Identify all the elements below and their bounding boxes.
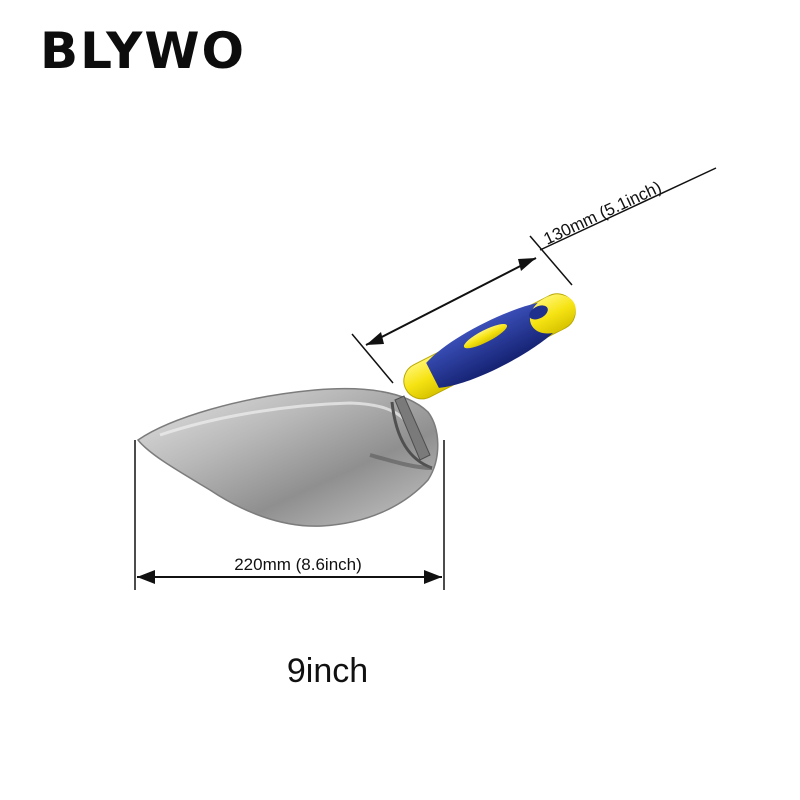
blade-width-label: 220mm (8.6inch) — [234, 555, 362, 574]
trowel-handle — [403, 293, 576, 400]
brand-logo: BLYWO — [40, 22, 247, 80]
trowel-blade — [136, 387, 439, 527]
bricklaying-trowel-icon — [136, 293, 576, 527]
size-label: 9inch — [286, 652, 369, 690]
handle-length-dimension: 130mm (5.1inch) — [351, 167, 717, 384]
handle-length-label: 130mm (5.1inch) — [541, 177, 665, 248]
trowel-shank — [394, 395, 431, 461]
blade-width-dimension: 220mm (8.6inch) — [134, 440, 445, 590]
